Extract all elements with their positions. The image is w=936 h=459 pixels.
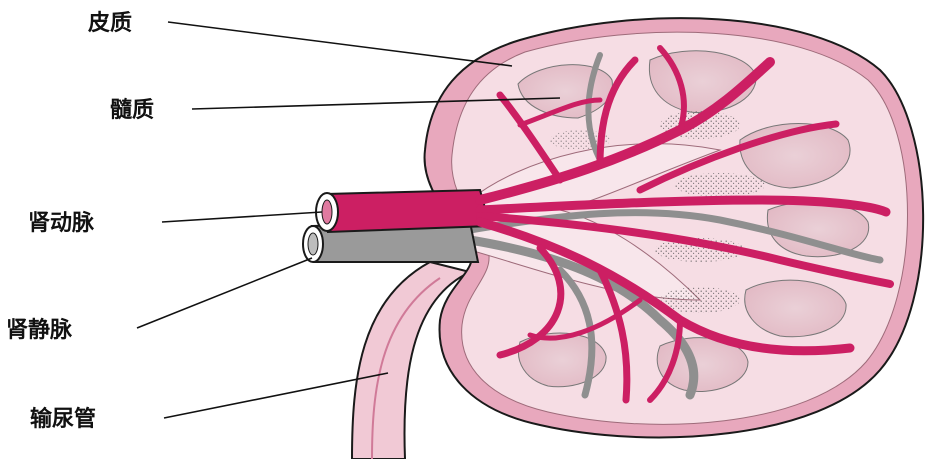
label-medulla: 髓质 xyxy=(110,97,154,123)
leader-cortex xyxy=(168,22,512,66)
label-ureter: 输尿管 xyxy=(30,406,96,432)
leader-renal-artery xyxy=(162,212,322,222)
label-cortex: 皮质 xyxy=(88,10,132,36)
labels: 皮质 髓质 肾动脉 肾静脉 输尿管 xyxy=(6,10,154,432)
renal-artery xyxy=(316,190,490,232)
label-renal-vein: 肾静脉 xyxy=(6,317,73,343)
leader-renal-vein xyxy=(137,258,312,328)
label-renal-artery: 肾动脉 xyxy=(28,211,95,236)
